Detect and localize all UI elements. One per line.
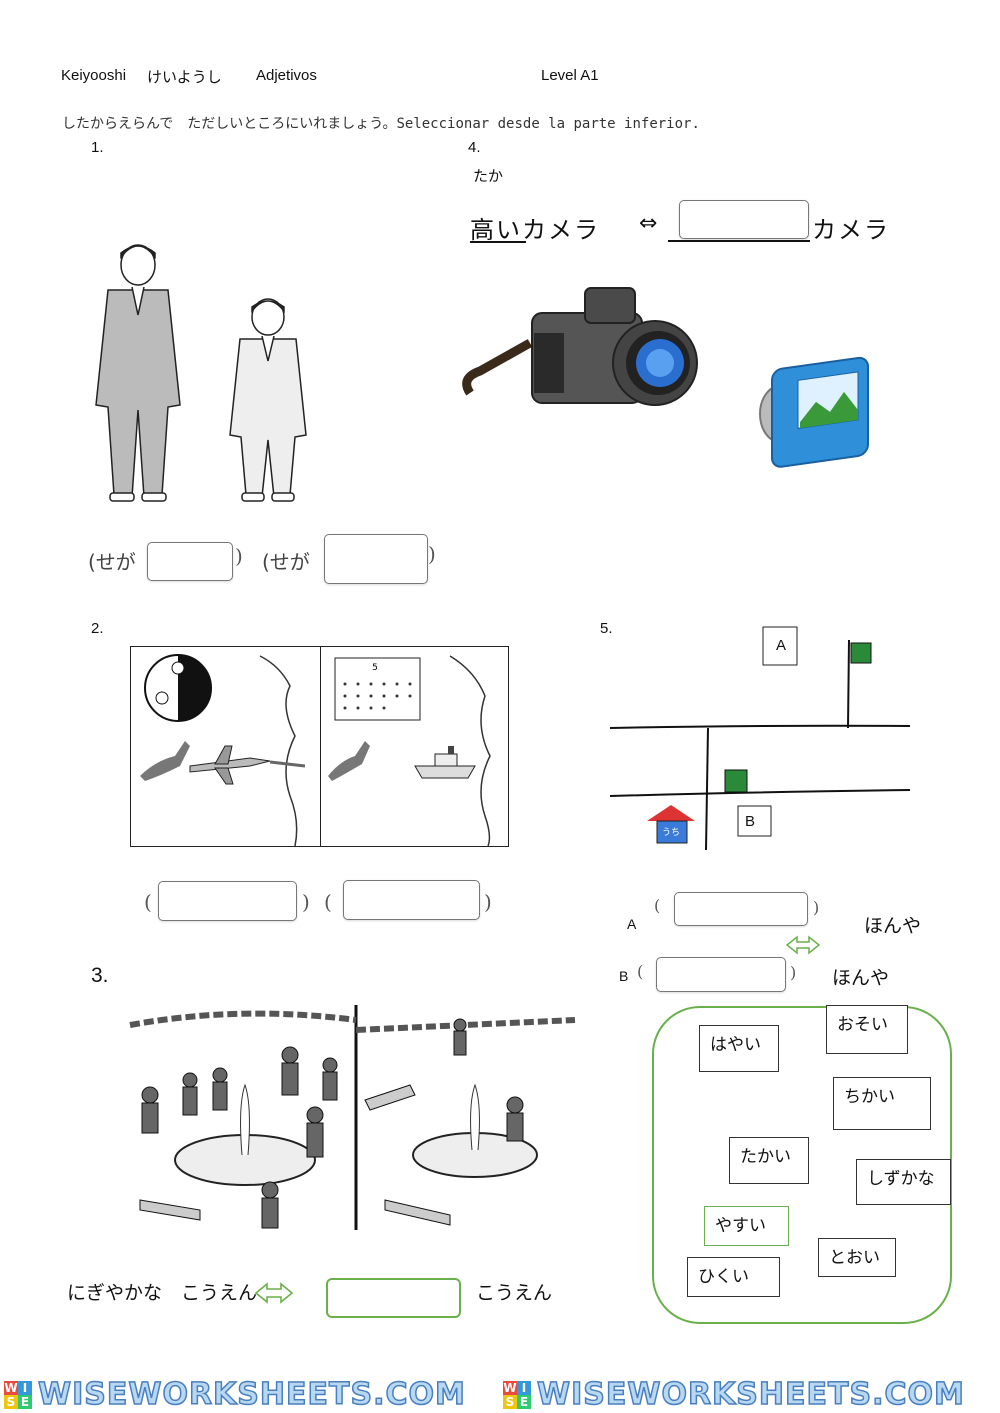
- q5-close-paren-b: ): [790, 963, 797, 982]
- q5-answer-box-a[interactable]: [674, 892, 808, 926]
- watermark-text-left: WISEWORKSHEETS.COM: [37, 1376, 466, 1413]
- q5-open-paren-a: (: [654, 896, 661, 915]
- street-map-illustration: [609, 626, 911, 851]
- q4-phrase-left: 高いカメラ: [470, 216, 600, 244]
- title-romaji: Keiyooshi: [61, 67, 127, 84]
- q5-row-b-label: B: [619, 968, 629, 984]
- q4-answer-box[interactable]: [679, 200, 809, 239]
- q4-arrow: ⇔: [639, 211, 658, 236]
- title-spanish: Adjetivos: [256, 67, 317, 84]
- compact-camera-illustration: [759, 356, 869, 468]
- q2-open-paren-2: (: [324, 890, 332, 914]
- question-1-number: 1.: [91, 139, 104, 156]
- question-4-number: 4.: [468, 139, 481, 156]
- word-card-osoi[interactable]: おそい: [826, 1005, 908, 1054]
- q5-answer-box-b[interactable]: [656, 957, 786, 992]
- q2-close-paren-2: ): [484, 890, 492, 914]
- instruction-text: したからえらんで ただしいところにいれましょう。Seleccionar desd…: [62, 116, 700, 132]
- word-bank-panel: [652, 1006, 952, 1324]
- word-card-takai[interactable]: たかい: [729, 1137, 809, 1184]
- word-card-hikui[interactable]: ひくい: [687, 1257, 780, 1297]
- plane-and-ship-illustration: 5: [130, 646, 509, 847]
- q3-left-text: にぎやかな こうえん: [67, 1282, 258, 1304]
- q1-prefix-right: (せが: [262, 550, 310, 574]
- q5-suffix-a: ほんや: [864, 915, 922, 937]
- q4-furigana: たか: [473, 167, 504, 185]
- q5-close-paren-a: ): [813, 898, 820, 917]
- q5-open-paren-b: (: [637, 962, 644, 981]
- question-2-number: 2.: [91, 620, 104, 637]
- two-men-illustration: [95, 244, 307, 502]
- q1-answer-box-2[interactable]: [324, 534, 428, 584]
- dslr-camera-illustration: [462, 287, 698, 406]
- q1-close-paren-right: ): [428, 542, 436, 566]
- double-arrow-icon: [785, 935, 821, 955]
- house-label: うち: [662, 828, 681, 838]
- q3-answer-box[interactable]: [326, 1278, 461, 1318]
- q2-open-paren-1: (: [144, 890, 152, 914]
- q5-suffix-b: ほんや: [832, 967, 890, 989]
- word-card-yasui[interactable]: やすい: [704, 1206, 789, 1246]
- word-card-chikai[interactable]: ちかい: [833, 1077, 931, 1130]
- q2-answer-box-1[interactable]: [158, 881, 297, 921]
- park-illustration: [129, 1005, 576, 1230]
- watermark-text-right: WISEWORKSHEETS.COM: [536, 1376, 965, 1413]
- question-3-number: 3.: [91, 964, 109, 987]
- question-5-number: 5.: [600, 620, 613, 637]
- q2-answer-box-2[interactable]: [343, 880, 480, 920]
- map-label-b: B: [745, 813, 756, 830]
- q4-underline-left: [470, 241, 526, 243]
- q1-answer-box-1[interactable]: [147, 542, 233, 581]
- q1-prefix-left: (せが: [88, 550, 136, 574]
- svg-text:5: 5: [372, 663, 378, 673]
- word-card-tooi[interactable]: とおい: [818, 1238, 896, 1277]
- q5-row-a-label: A: [627, 916, 637, 932]
- word-card-shizukana[interactable]: しずかな: [856, 1159, 951, 1205]
- q2-close-paren-1: ): [302, 890, 310, 914]
- q4-underline-blank: [668, 240, 810, 242]
- double-arrow-icon: [254, 1282, 294, 1304]
- title-kana: けいようし: [147, 68, 222, 86]
- q1-close-paren-left: ): [235, 544, 243, 568]
- level-label: Level A1: [541, 67, 599, 84]
- q4-phrase-right: カメラ: [812, 216, 890, 244]
- map-label-a: A: [776, 637, 787, 654]
- q3-right-text: こうえん: [476, 1282, 553, 1304]
- word-card-hayai[interactable]: はやい: [699, 1025, 779, 1072]
